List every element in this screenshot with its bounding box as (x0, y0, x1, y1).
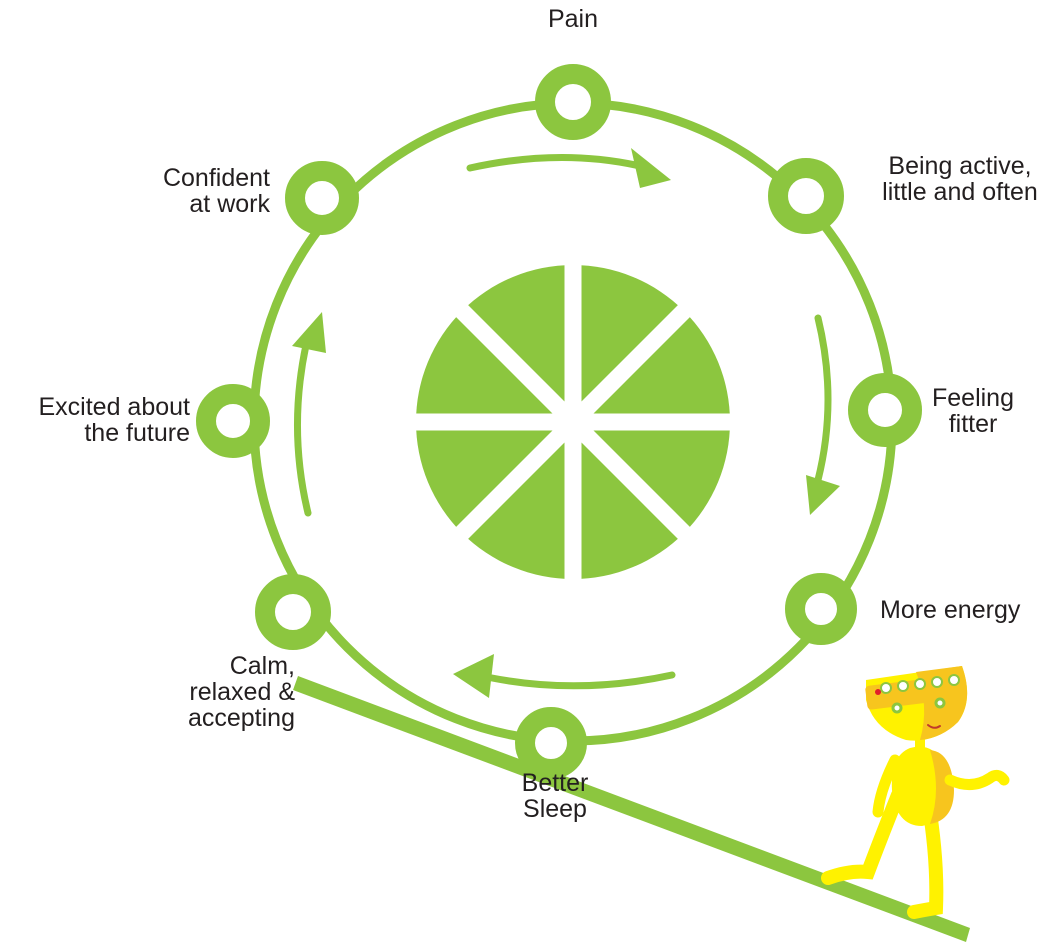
node-pain (535, 64, 611, 140)
node-feeling-fitter (848, 373, 922, 447)
arrow-left (294, 341, 312, 517)
node-label-excited: Excited about the future (38, 393, 191, 447)
node-label-better-sleep: Better Sleep (521, 769, 589, 823)
node-label-pain: Pain (547, 5, 599, 33)
node-excited (196, 384, 270, 458)
node-label-confident: Confident at work (162, 164, 270, 218)
node-label-more-energy: More energy (880, 596, 1021, 624)
node-being-active (768, 158, 844, 234)
arrow-bottom (488, 671, 676, 690)
node-label-feeling-fitter: Feeling fitter (932, 384, 1014, 438)
arrow-right (814, 314, 832, 484)
walking-figure-icon (821, 666, 1010, 919)
node-confident (285, 161, 359, 235)
arrow-head-top (631, 148, 671, 188)
cycle-nodes (196, 64, 922, 779)
ramp (293, 676, 970, 942)
node-calm (255, 574, 331, 650)
arrow-head-right (806, 475, 840, 515)
node-more-energy (785, 573, 857, 645)
node-label-calm: Calm, relaxed & accepting (187, 652, 295, 732)
node-label-being-active: Being active, little and often (882, 152, 1038, 206)
arrow-heads (292, 148, 840, 698)
arrow-head-left (292, 312, 326, 353)
arrow-head-bottom (453, 654, 494, 698)
segmented-circle-icon (413, 262, 733, 582)
node-better-sleep (515, 707, 587, 779)
clockwise-arrow-icon (294, 154, 832, 690)
arrow-top (466, 154, 644, 172)
